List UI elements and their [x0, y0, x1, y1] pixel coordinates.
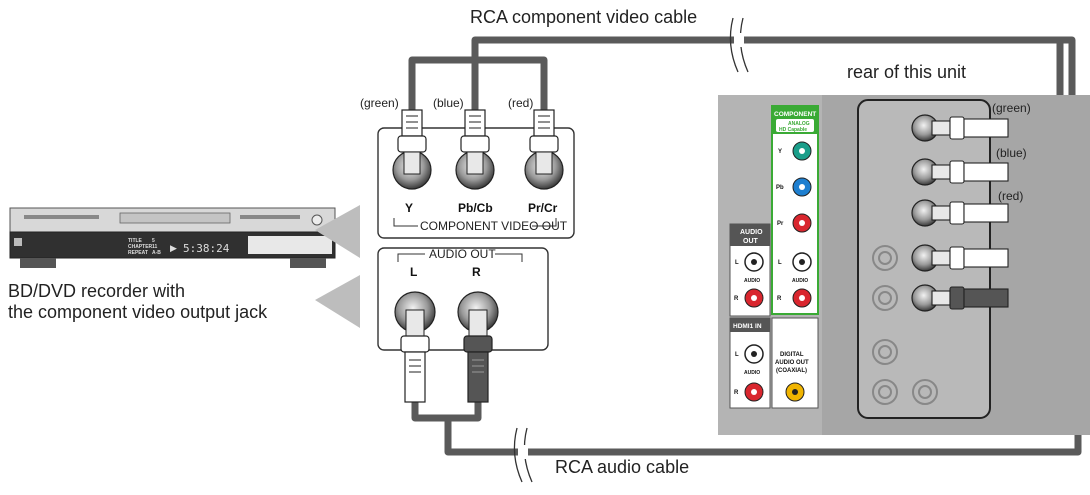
- tv-hdmi1-in-label: HDMI1 IN: [733, 323, 762, 330]
- plug-label-green: (green): [360, 96, 399, 110]
- tv-coaxial-label: (COAXIAL): [776, 368, 807, 374]
- audio-cable-caption: RCA audio cable: [555, 457, 689, 477]
- tv-comp-r-label: R: [777, 296, 782, 302]
- component-video-out-label: COMPONENT VIDEO OUT: [420, 219, 568, 233]
- tv-hdmi-column: HDMI1 IN L AUDIO R: [729, 317, 771, 409]
- tv-hdmi-audio-label: AUDIO: [744, 370, 760, 376]
- recorder-caption-line1: BD/DVD recorder with: [8, 281, 185, 301]
- plug-label-red: (red): [508, 96, 533, 110]
- audio-out-header: AUDIO OUT: [429, 247, 496, 261]
- tv-comp-audio-label: AUDIO: [792, 278, 808, 284]
- audio-jack-l-label: L: [410, 265, 417, 279]
- bd-dvd-recorder: TITLE CHAPTER REPEAT 5 11 A-B ▶ 5:38:24: [9, 207, 336, 268]
- tv-audio-out-coax-label: AUDIO OUT: [775, 360, 809, 366]
- recorder-caption-line2: the component video output jack: [8, 302, 268, 322]
- display-chapter-label: CHAPTER: [128, 244, 153, 250]
- display-time: 5:38:24: [183, 242, 230, 255]
- tv-audio-out-r-label: R: [734, 296, 739, 302]
- jack-pb-label: Pb/Cb: [458, 201, 493, 215]
- tv-audio-out-header-1: AUDIO: [740, 229, 763, 236]
- audio-plug-red: [463, 309, 493, 403]
- tv-component-column: COMPONENT ANALOG HD Capable Y Pb Pr L AU…: [771, 105, 819, 315]
- tv-analog-label: ANALOG: [788, 121, 810, 127]
- tv-audio-out-header-2: OUT: [743, 238, 759, 245]
- display-repeat-label: REPEAT: [128, 250, 148, 256]
- video-cable-caption: RCA component video cable: [470, 7, 697, 27]
- jack-y-label: Y: [405, 201, 413, 215]
- player-component-video-panel: Y Pb/Cb Pr/Cr COMPONENT VIDEO OUT: [377, 127, 575, 239]
- tv-hdmi-r-label: R: [734, 390, 739, 396]
- video-plug-green: [397, 109, 427, 175]
- display-repeat-mode: A-B: [152, 250, 161, 256]
- pointer-audio-out: [315, 275, 360, 328]
- display-title-number: 5: [152, 238, 155, 244]
- audio-jack-r-label: R: [472, 265, 481, 279]
- video-plug-red: [529, 109, 559, 175]
- video-plug-blue: [460, 109, 490, 175]
- tv-hd-capable-label: HD Capable: [779, 127, 807, 133]
- tv-plug-label-green: (green): [992, 101, 1031, 115]
- player-audio-out-panel: AUDIO OUT L R: [377, 247, 549, 351]
- rear-unit-caption: rear of this unit: [847, 62, 966, 82]
- display-title-label: TITLE: [128, 238, 143, 244]
- tv-pb-label: Pb: [776, 185, 784, 191]
- plug-label-blue: (blue): [433, 96, 464, 110]
- tv-audio-out-audio-label: AUDIO: [744, 278, 760, 284]
- tv-audio-out-l-label: L: [735, 260, 739, 266]
- tv-plug-label-red: (red): [998, 189, 1023, 203]
- audio-plug-white: [400, 309, 430, 403]
- tv-pr-label: Pr: [777, 221, 784, 227]
- display-chapter-number: 11: [152, 244, 158, 250]
- tv-plugs: [931, 116, 1009, 310]
- jack-pr-label: Pr/Cr: [528, 201, 558, 215]
- pointer-video-out: [315, 205, 360, 258]
- tv-comp-l-label: L: [778, 260, 782, 266]
- tv-audio-out-column: AUDIO OUT L AUDIO R: [729, 223, 771, 317]
- tv-plug-label-blue: (blue): [996, 146, 1027, 160]
- tv-y-label: Y: [778, 149, 782, 155]
- tv-hdmi-l-label: L: [735, 352, 739, 358]
- tv-component-header: COMPONENT: [774, 111, 816, 118]
- tv-coaxial-column: DIGITAL AUDIO OUT (COAXIAL): [771, 317, 819, 409]
- tv-digital-label: DIGITAL: [780, 352, 804, 358]
- display-play-icon: ▶: [170, 243, 177, 253]
